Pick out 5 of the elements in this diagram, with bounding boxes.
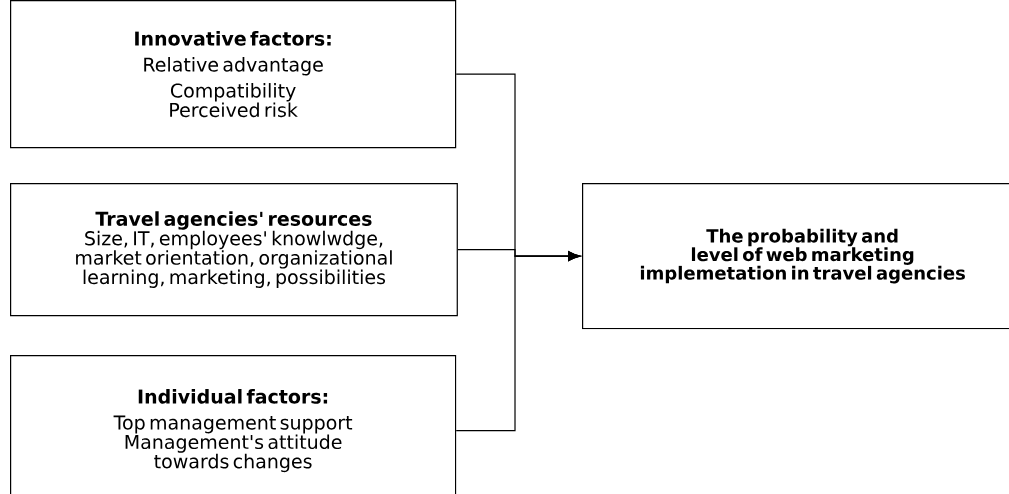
connector-arrow xyxy=(455,251,581,432)
text-box: Travel agencies' resources Size, IT, employees' knowlwdge, market orientation, organizational learning, marketing, possibilities xyxy=(10,183,458,317)
text-box: Innovative factors: Relative advantage Compatibility Perceived risk xyxy=(10,0,457,149)
text-box: The probability and level of web marketing implemetation in travel agencies xyxy=(582,183,1009,330)
text-box: Individual factors: Top management support Management's attitude towards changes xyxy=(10,355,457,494)
